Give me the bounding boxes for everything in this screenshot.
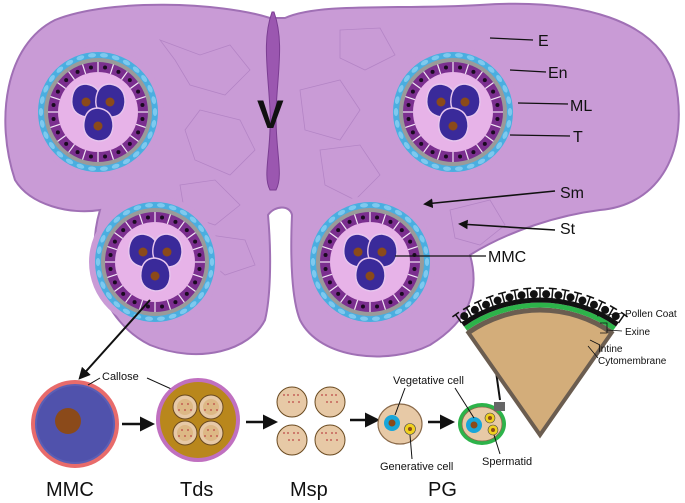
label-endothecium: En [548, 65, 568, 82]
label-pollen-coat: Pollen Coat [625, 309, 677, 320]
microspore [276, 424, 308, 456]
intine-band [464, 302, 616, 331]
pointer-generative [409, 434, 413, 460]
locule-1 [32, 46, 164, 178]
locule-4 [304, 196, 436, 328]
pointer-pollen-coat [596, 312, 624, 317]
stage-label-pg: PG [428, 479, 457, 501]
pointer-spermatid [493, 434, 501, 455]
label-middle-layer: ML [570, 98, 592, 115]
exine-band [461, 297, 619, 327]
locule-3 [89, 196, 221, 328]
pollen-coat-bead [601, 305, 610, 314]
vascular-bundle [265, 11, 281, 191]
pointer-tapetum [509, 134, 571, 137]
wall-zoom-marker [494, 402, 505, 411]
pollen-wall-wedge [451, 287, 629, 439]
label-stomium: St [560, 221, 576, 238]
stage-pg-mature [458, 402, 506, 445]
microspore [314, 424, 346, 456]
pollen-coat-bead [542, 290, 551, 299]
stage-label-tds: Tds [180, 479, 213, 501]
stage-tds [156, 378, 240, 462]
arrow-locule-to-mmc [78, 299, 151, 380]
pollen-coat-bead [470, 305, 479, 314]
pointer-cytomembrane [587, 345, 599, 359]
pollen-coat-bead [505, 293, 514, 302]
label-exine: Exine [625, 327, 650, 338]
label-spermatid: Spermatid [482, 456, 532, 468]
locule-2 [387, 46, 519, 178]
microspore [314, 386, 346, 418]
pollen-coat-bead [578, 296, 587, 305]
pointer-endothecium [509, 69, 547, 73]
label-generative-cell: Generative cell [380, 461, 453, 473]
pointer-intine [589, 339, 601, 346]
pointer-vegetative-1 [394, 387, 406, 416]
arrow-stomium [458, 219, 556, 231]
label-vegetative-cell: Vegetative cell [393, 375, 464, 387]
meiocyte-nucleus [55, 408, 81, 434]
pollen-coat-bead [529, 290, 538, 299]
cell-texture [158, 27, 506, 276]
pollen-coat-bead [517, 291, 526, 300]
pollen-coat-bead [554, 291, 563, 300]
label-tapetum: T [573, 129, 583, 146]
pollen-coat-bead [460, 312, 469, 321]
label-intine: Intine [598, 344, 623, 355]
pointer-callose-1 [87, 377, 101, 386]
label-callose: Callose [102, 371, 139, 383]
pointer-middle-layer [517, 102, 569, 105]
microspore [276, 386, 308, 418]
locules [32, 46, 519, 328]
pollen-coat-bead [482, 300, 491, 309]
pointer-epidermis [489, 37, 534, 41]
label-vascular: V [257, 93, 284, 137]
pollen-coat-bead [589, 300, 598, 309]
stage-mmc [31, 380, 119, 468]
label-cytomembrane: Cytomembrane [598, 356, 667, 367]
pollen-coat-bead [493, 296, 502, 305]
label-mmc-inner: MMC [488, 249, 526, 266]
pollen-coat-bead [566, 293, 575, 302]
label-epidermis: E [538, 33, 549, 50]
label-septum: Sm [560, 185, 584, 202]
stage-label-msp: Msp [290, 479, 328, 501]
stage-pg-early [377, 403, 423, 445]
pointer-vegetative-2 [454, 387, 475, 419]
arrow-septum [423, 190, 556, 209]
stage-msp [276, 386, 346, 456]
bracket-exine [600, 322, 608, 334]
stage-label-mmc: MMC [46, 479, 94, 501]
tds-fill [160, 382, 236, 458]
